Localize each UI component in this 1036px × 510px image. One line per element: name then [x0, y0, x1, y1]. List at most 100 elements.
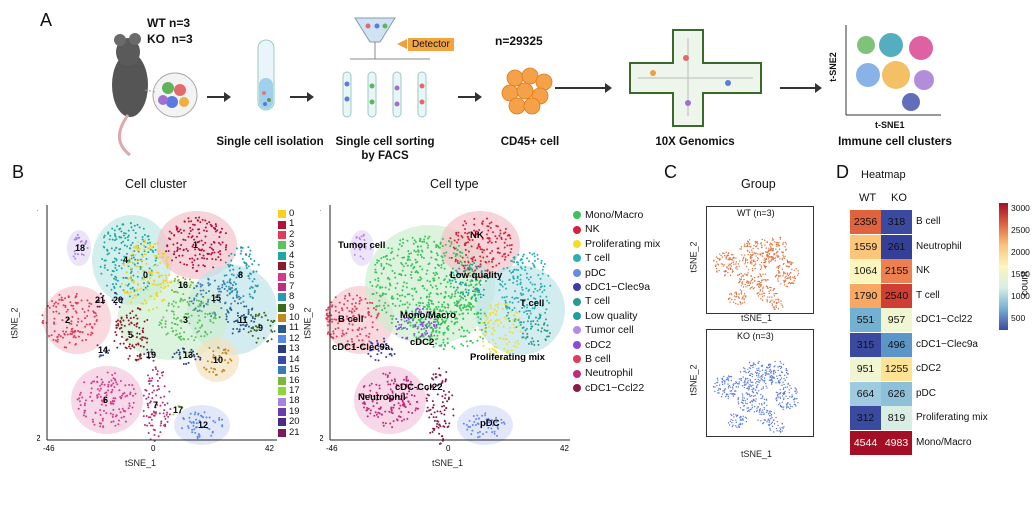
- cluster-11-points: [225, 302, 256, 335]
- celltype-legend-item: pDC: [573, 266, 660, 280]
- wt-scatter: [713, 236, 800, 311]
- celltype-points-9: [394, 307, 438, 344]
- step-single-cell-isolation: Single cell isolation: [216, 136, 324, 148]
- colorbar-tick: 1000: [1011, 291, 1030, 301]
- legend-swatch: [278, 428, 286, 437]
- heatmap-cell-ko: 318: [881, 210, 912, 234]
- cluster-label-14: 14: [98, 345, 108, 355]
- legend-swatch: [278, 241, 286, 250]
- celltype-plot-label: T cell: [520, 298, 544, 309]
- cluster-xtick: 42: [265, 444, 274, 453]
- heatmap-cell-wt: 1064: [850, 259, 881, 283]
- cluster-label-12: 12: [198, 420, 208, 430]
- cluster-legend-item: 5: [278, 260, 300, 271]
- colorbar-tick: 2500: [1011, 225, 1030, 235]
- celltype-points-7: [448, 262, 491, 300]
- legend-swatch: [278, 220, 286, 229]
- heatmap-row-label: NK: [916, 265, 930, 276]
- legend-swatch: [278, 397, 286, 406]
- cluster-legend-item: 0: [278, 208, 300, 219]
- cluster-13-points: [171, 347, 202, 365]
- legend-swatch: [278, 210, 286, 219]
- cluster-label-0: 0: [143, 270, 148, 280]
- heatmap-col-wt: WT: [859, 192, 877, 204]
- celltype-plot-label: Low quality: [450, 270, 503, 281]
- cluster-6-points: [76, 371, 137, 429]
- celltype-ylabel: tSNE_2: [302, 307, 313, 339]
- heatmap-cell-wt: 951: [850, 357, 881, 381]
- cluster-label-2: 2: [65, 315, 70, 325]
- heatmap-cell-wt: 2356: [850, 210, 881, 234]
- legend-swatch: [278, 324, 286, 333]
- cluster-legend-item: 15: [278, 364, 300, 375]
- colorbar-tick: 1500: [1011, 269, 1030, 279]
- celltype-xtick: 0: [446, 444, 451, 453]
- ko-scatter: [712, 360, 799, 433]
- celltype-points-8: [353, 233, 372, 260]
- cluster-15-points: [188, 277, 241, 319]
- heatmap-row-label: cDC1−Clec9a: [916, 338, 978, 350]
- celltype-plot-label: Neutrophil: [358, 392, 406, 403]
- cluster-label-13: 13: [183, 350, 193, 360]
- celltype-ytick: 41: [320, 204, 321, 213]
- cluster-legend-item: 16: [278, 375, 300, 386]
- celltype-plot-label: Proliferating mix: [470, 352, 546, 363]
- cluster-7-points: [142, 366, 172, 442]
- cluster-xtick: -46: [43, 444, 55, 453]
- legend-swatch: [278, 262, 286, 271]
- heatmap-row-label: pDC: [916, 387, 937, 399]
- cluster-2-points: [41, 292, 98, 349]
- panel-label-a: A: [40, 10, 53, 30]
- heatmap-title: Heatmap: [861, 169, 906, 181]
- legend-dot: [573, 297, 581, 306]
- cluster-legend-item: 21: [278, 427, 300, 438]
- arrow-2: [290, 92, 314, 102]
- cluster-label-3: 3: [183, 315, 188, 325]
- cluster-label-20: 20: [113, 295, 123, 305]
- legend-dot: [573, 225, 581, 234]
- heatmap-cell-wt: 315: [850, 332, 881, 357]
- heatmap-cell-ko: 626: [881, 381, 912, 406]
- legend-swatch: [278, 366, 286, 375]
- legend-swatch: [278, 335, 286, 344]
- cluster-label-4: 4: [123, 255, 128, 265]
- tsne2-mini-label: t-SNE2: [827, 52, 838, 82]
- colorbar-tick: 500: [1011, 313, 1026, 323]
- heatmap-cell-wt: 4544: [850, 430, 881, 455]
- cluster-0-points: [121, 239, 173, 312]
- cluster-legend-item: 12: [278, 333, 300, 344]
- mouse-ko-label: KO n=3: [147, 32, 193, 46]
- cluster-label-18: 18: [75, 243, 85, 253]
- heatmap-cell-wt: 312: [850, 406, 881, 430]
- tsne1-mini-label: t-SNE1: [875, 120, 905, 130]
- heatmap-cell-ko: 819: [881, 406, 912, 430]
- cluster-label-19: 19: [146, 350, 156, 360]
- legend-dot: [573, 384, 581, 393]
- celltype-xtick: -46: [326, 444, 338, 453]
- legend-dot: [573, 312, 581, 321]
- mouse-illustration: [112, 33, 198, 157]
- heatmap-cell-wt: 1790: [850, 283, 881, 308]
- cluster-3-points: [158, 297, 217, 342]
- heatmap-row-label: cDC2: [916, 363, 942, 374]
- legend-swatch: [278, 387, 286, 396]
- celltype-ytick: -42: [320, 434, 324, 443]
- cluster-ylabel: tSNE_2: [9, 307, 20, 339]
- cluster-16-points: [170, 275, 195, 296]
- cluster-label-16: 16: [178, 280, 188, 290]
- celltype-plot-label: cDC1-Clec9a: [332, 342, 391, 353]
- test-tube-icon: [257, 39, 275, 111]
- celltype-plot-label: pDC: [480, 418, 500, 429]
- celltype-legend-item: T cell: [573, 294, 660, 308]
- cluster-label-15: 15: [211, 293, 221, 303]
- cluster-legend-item: 17: [278, 385, 300, 396]
- cluster-xlabel: tSNE_1: [125, 458, 157, 468]
- celltype-points-6: [363, 337, 396, 362]
- cluster-label-11: 11: [238, 315, 248, 325]
- legend-dot: [573, 369, 581, 378]
- wt-ylabel: tSNE_2: [688, 241, 699, 273]
- legend-swatch: [278, 272, 286, 281]
- panel-label-d: D: [836, 162, 849, 182]
- ko-ylabel: tSNE_2: [688, 364, 699, 396]
